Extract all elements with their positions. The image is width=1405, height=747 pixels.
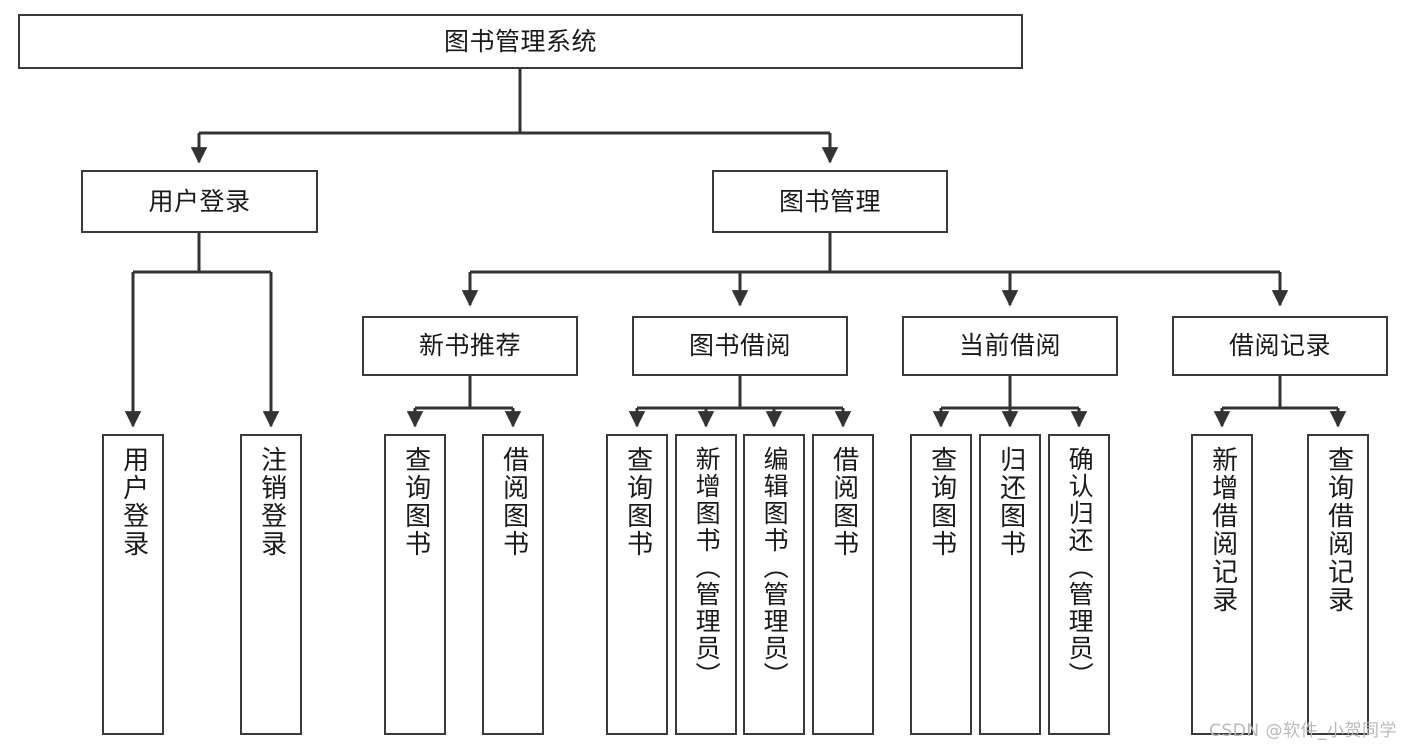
node-new-book-recommend[interactable]: 新书推荐	[362, 316, 578, 376]
node-leaf-query-record[interactable]: 查询借阅记录	[1307, 434, 1369, 735]
node-leaf-borrow-book-2[interactable]: 借阅图书	[812, 434, 874, 735]
node-root-system[interactable]: 图书管理系统	[18, 14, 1023, 69]
node-book-management[interactable]: 图书管理	[712, 170, 948, 233]
node-leaf-logout-login[interactable]: 注销登录	[240, 434, 302, 735]
node-label: 确认归还（管理员）	[1065, 446, 1095, 689]
node-leaf-query-book-2[interactable]: 查询图书	[606, 434, 668, 735]
node-label: 新增借阅记录	[1207, 446, 1238, 614]
node-label: 用户登录	[148, 186, 251, 216]
node-label: 查询图书	[622, 446, 653, 558]
node-label: 图书管理系统	[443, 26, 597, 56]
node-user-login[interactable]: 用户登录	[81, 170, 318, 233]
node-label: 图书管理	[778, 186, 881, 216]
node-label: 图书借阅	[688, 331, 791, 361]
watermark-text: CSDN @软件_小贺同学	[1209, 721, 1397, 741]
node-leaf-query-book-3[interactable]: 查询图书	[910, 434, 972, 735]
node-leaf-query-book-1[interactable]: 查询图书	[384, 434, 446, 735]
node-label: 查询借阅记录	[1323, 446, 1354, 614]
node-label: 归还图书	[995, 446, 1026, 558]
node-label: 查询图书	[400, 446, 431, 558]
node-label: 当前借阅	[958, 331, 1061, 361]
node-borrow-record[interactable]: 借阅记录	[1172, 316, 1388, 376]
node-leaf-confirm-return[interactable]: 确认归还（管理员）	[1048, 434, 1110, 735]
node-leaf-borrow-book-1[interactable]: 借阅图书	[482, 434, 544, 735]
node-label: 查询图书	[926, 446, 957, 558]
node-leaf-user-login[interactable]: 用户登录	[102, 434, 164, 735]
node-label: 新书推荐	[418, 331, 521, 361]
node-label: 新增图书（管理员）	[692, 446, 722, 689]
node-leaf-edit-book[interactable]: 编辑图书（管理员）	[743, 434, 805, 735]
node-leaf-add-book[interactable]: 新增图书（管理员）	[675, 434, 737, 735]
node-current-borrow[interactable]: 当前借阅	[902, 316, 1118, 376]
node-label: 注销登录	[256, 446, 287, 558]
node-label: 用户登录	[118, 446, 149, 558]
node-label: 借阅记录	[1228, 331, 1331, 361]
node-book-borrow[interactable]: 图书借阅	[632, 316, 848, 376]
node-label: 借阅图书	[498, 446, 529, 558]
node-leaf-add-record[interactable]: 新增借阅记录	[1191, 434, 1253, 735]
node-label: 编辑图书（管理员）	[760, 446, 790, 689]
node-label: 借阅图书	[828, 446, 859, 558]
node-leaf-return-book[interactable]: 归还图书	[979, 434, 1041, 735]
